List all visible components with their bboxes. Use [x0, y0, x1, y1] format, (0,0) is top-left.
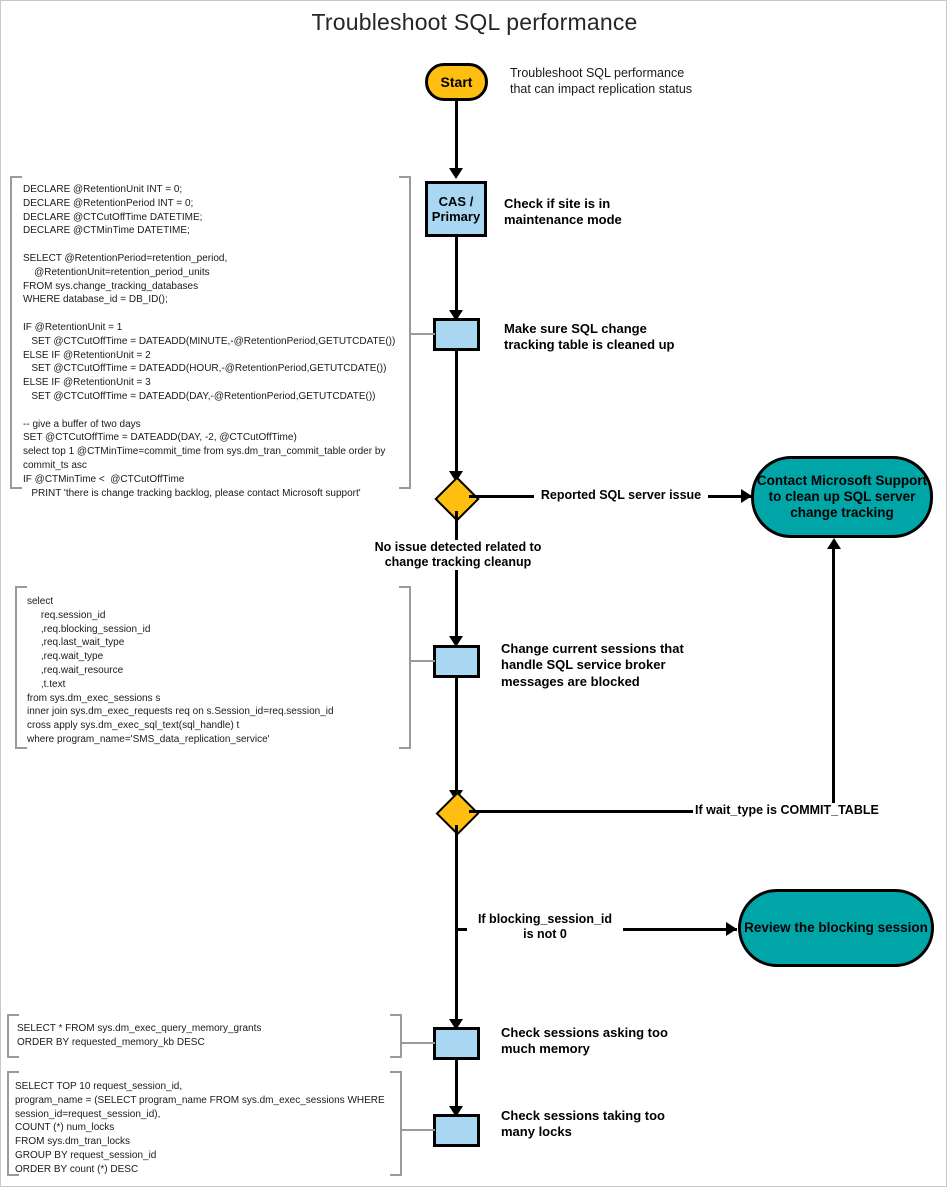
edge-label-wait-type: If wait_type is COMMIT_TABLE: [693, 803, 897, 818]
edge-ct-to-decision1: [455, 351, 458, 476]
arrowhead-support: [741, 489, 752, 503]
edge-cas-to-ct: [455, 237, 458, 315]
sql-connector-3: [402, 1042, 435, 1044]
edge-label-reported-issue: Reported SQL server issue: [534, 488, 708, 503]
arrowhead-sessions: [449, 636, 463, 647]
sql-bracket-left-1: [10, 176, 22, 489]
edge-sessions-to-decision2: [455, 678, 458, 796]
page-title: Troubleshoot SQL performance: [311, 9, 638, 35]
edge-label-no-issue: No issue detected related to change trac…: [362, 540, 554, 570]
edge-decision2-down: [455, 825, 458, 1025]
sql-code-locks: SELECT TOP 10 request_session_id, progra…: [15, 1081, 385, 1175]
node-change-tracking[interactable]: [433, 318, 480, 351]
node-contact-support[interactable]: Contact Microsoft Support to clean up SQ…: [751, 456, 933, 538]
sql-connector-2: [411, 660, 435, 662]
node-check-locks[interactable]: [433, 1114, 480, 1147]
edge-label-blocking-session: If blocking_session_id is not 0: [467, 912, 623, 942]
sql-bracket-right-2: [399, 586, 411, 749]
sql-code-sessions: select req.session_id ,req.blocking_sess…: [27, 596, 334, 745]
label-cas-primary: Check if site is in maintenance mode: [504, 196, 622, 228]
edge-decision2-right: [469, 810, 834, 813]
node-check-memory[interactable]: [433, 1027, 480, 1060]
edge-start-to-cas: [455, 101, 458, 173]
edge-decision2-up-to-support: [832, 549, 835, 812]
node-review-blocking[interactable]: Review the blocking session: [738, 889, 934, 967]
node-cas-primary[interactable]: CAS / Primary: [425, 181, 487, 237]
sql-connector-4: [402, 1129, 435, 1131]
edge-decision1-down: [455, 511, 458, 642]
sql-bracket-left-4: [7, 1071, 19, 1176]
label-check-locks: Check sessions taking too many locks: [501, 1108, 665, 1140]
sql-code-memory: SELECT * FROM sys.dm_exec_query_memory_g…: [17, 1023, 262, 1048]
edge-memory-to-locks: [455, 1060, 458, 1114]
sql-bracket-left-2: [15, 586, 27, 749]
sql-bracket-left-3: [7, 1014, 19, 1058]
arrowhead-locks-box: [449, 1106, 463, 1117]
label-check-memory: Check sessions asking too much memory: [501, 1025, 668, 1057]
sql-connector-1: [411, 333, 435, 335]
start-note: Troubleshoot SQL performance that can im…: [510, 66, 693, 97]
sql-code-change-tracking: DECLARE @RetentionUnit INT = 0; DECLARE …: [23, 184, 396, 499]
arrowhead-ct: [449, 310, 463, 321]
label-change-tracking: Make sure SQL change tracking table is c…: [504, 321, 675, 353]
node-start[interactable]: Start: [425, 63, 488, 101]
arrowhead-support-bottom: [827, 538, 841, 549]
sql-bracket-right-3: [390, 1014, 402, 1058]
sql-bracket-right-1: [399, 176, 411, 489]
arrowhead-review-blocking: [726, 922, 737, 936]
arrowhead-cas: [449, 168, 463, 179]
label-sessions-blocked: Change current sessions that handle SQL …: [501, 641, 684, 689]
sql-bracket-right-4: [390, 1071, 402, 1176]
arrowhead-memory-box: [449, 1019, 463, 1030]
node-sessions-blocked[interactable]: [433, 645, 480, 678]
